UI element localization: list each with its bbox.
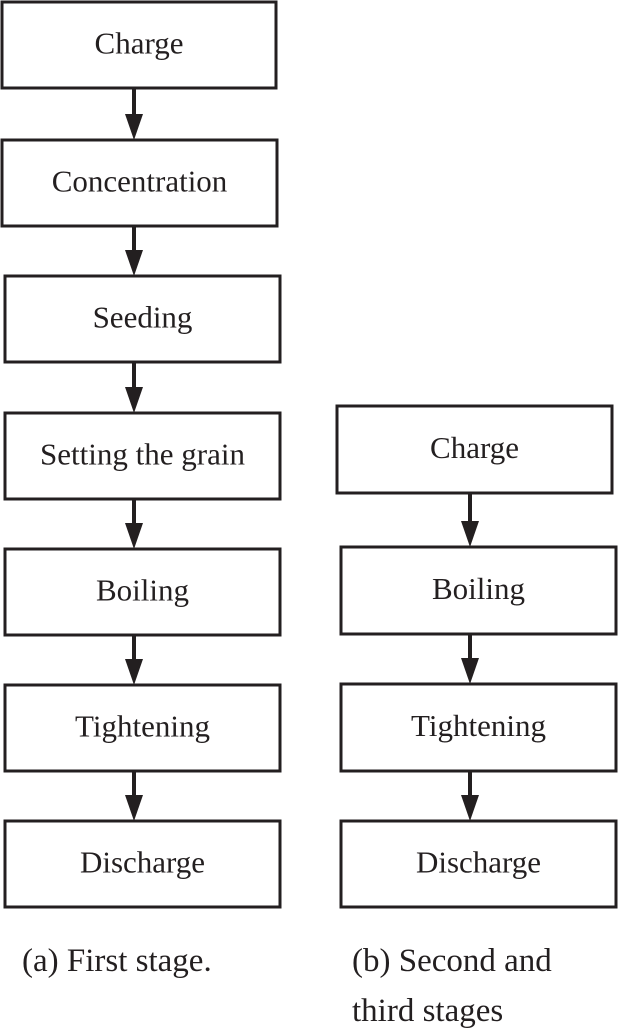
step-box: Boiling (339, 545, 618, 636)
step-box: Tightening (339, 682, 618, 773)
step-rect (3, 819, 282, 909)
arrow-down-icon (125, 499, 143, 549)
arrow-down-icon (125, 226, 143, 276)
step-rect (0, 0, 278, 90)
step-rect (3, 683, 282, 773)
arrow-down-icon (461, 493, 479, 547)
step-label: Discharge (80, 845, 205, 880)
first-stage-caption: (a) First stage. (22, 943, 212, 979)
step-rect (3, 547, 282, 637)
arrow-down-icon (125, 771, 143, 821)
step-rect (339, 545, 618, 636)
second-stage-caption-line2: third stages (352, 993, 503, 1029)
step-label: Tightening (411, 708, 546, 743)
step-rect (339, 819, 618, 909)
step-label: Seeding (93, 300, 193, 335)
step-label: Charge (95, 26, 184, 61)
step-box: Seeding (3, 274, 282, 364)
step-label: Boiling (96, 573, 189, 608)
step-box: Discharge (3, 819, 282, 909)
step-rect (3, 274, 282, 364)
step-rect (339, 682, 618, 773)
step-box: Setting the grain (3, 411, 282, 501)
step-rect (3, 411, 282, 501)
step-label: Concentration (52, 164, 228, 199)
arrow-down-icon (125, 362, 143, 413)
step-label: Charge (430, 430, 519, 465)
step-label: Boiling (432, 571, 525, 606)
step-rect (0, 138, 279, 228)
step-box: Charge (335, 404, 614, 495)
arrow-down-icon (461, 771, 479, 821)
second-stage-caption-line1: (b) Second and (352, 943, 552, 979)
step-box: Boiling (3, 547, 282, 637)
arrow-down-icon (461, 634, 479, 684)
arrow-down-icon (125, 88, 143, 140)
step-label: Setting the grain (40, 437, 245, 472)
step-label: Tightening (75, 709, 210, 744)
step-box: Concentration (0, 138, 279, 228)
step-box: Charge (0, 0, 278, 90)
step-label: Discharge (416, 845, 541, 880)
step-box: Discharge (339, 819, 618, 909)
step-rect (335, 404, 614, 495)
step-box: Tightening (3, 683, 282, 773)
arrow-down-icon (125, 635, 143, 685)
